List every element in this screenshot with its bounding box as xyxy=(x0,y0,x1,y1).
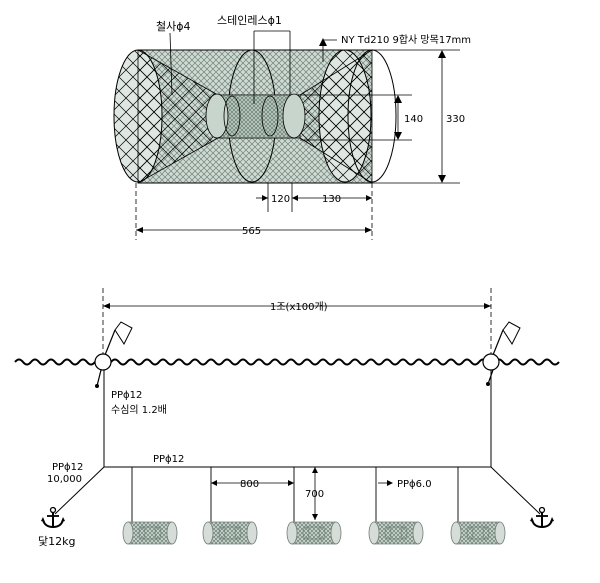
trap-3 xyxy=(286,521,342,545)
trap-1 xyxy=(122,521,178,545)
trap-2 xyxy=(202,521,258,545)
wire-label: 철사ϕ4 xyxy=(156,20,191,33)
right-buoy xyxy=(482,321,521,386)
left-flag-icon xyxy=(114,321,133,346)
branch-line-label: PPϕ6.0 xyxy=(397,479,432,490)
right-flag-icon xyxy=(502,321,521,346)
branch-length-label: 700 xyxy=(305,489,324,500)
anchor-line-label: PPϕ12 xyxy=(52,462,83,473)
anchor-line-length: 10,000 xyxy=(47,474,82,485)
dim-130-label: 130 xyxy=(322,194,341,205)
trap-5 xyxy=(450,521,506,545)
layout-drawing: 1조(x100개) xyxy=(14,288,560,548)
trap-drawing: 철사ϕ4 스테인레스ϕ1 NY Td210 9합사 망목17mm 330 140… xyxy=(113,14,471,240)
dim-140-label: 140 xyxy=(404,114,423,125)
spacing-label: 800 xyxy=(240,479,259,490)
stainless-label: 스테인레스ϕ1 xyxy=(217,14,282,27)
float-line-label: PPϕ12 xyxy=(111,390,142,401)
main-line-label: PPϕ12 xyxy=(153,454,184,465)
dim-330-label: 330 xyxy=(446,114,465,125)
dim-120-label: 120 xyxy=(271,194,290,205)
dim-565-label: 565 xyxy=(242,226,261,237)
anchor-label: 닻12kg xyxy=(38,535,75,548)
float-line-note: 수심의 1.2배 xyxy=(111,404,167,416)
trap-4 xyxy=(368,521,424,545)
left-anchor-icon xyxy=(41,506,65,529)
right-anchor-icon xyxy=(530,506,554,529)
net-label: NY Td210 9합사 망목17mm xyxy=(341,34,471,46)
set-label: 1조(x100개) xyxy=(270,301,328,313)
left-buoy xyxy=(94,321,133,388)
